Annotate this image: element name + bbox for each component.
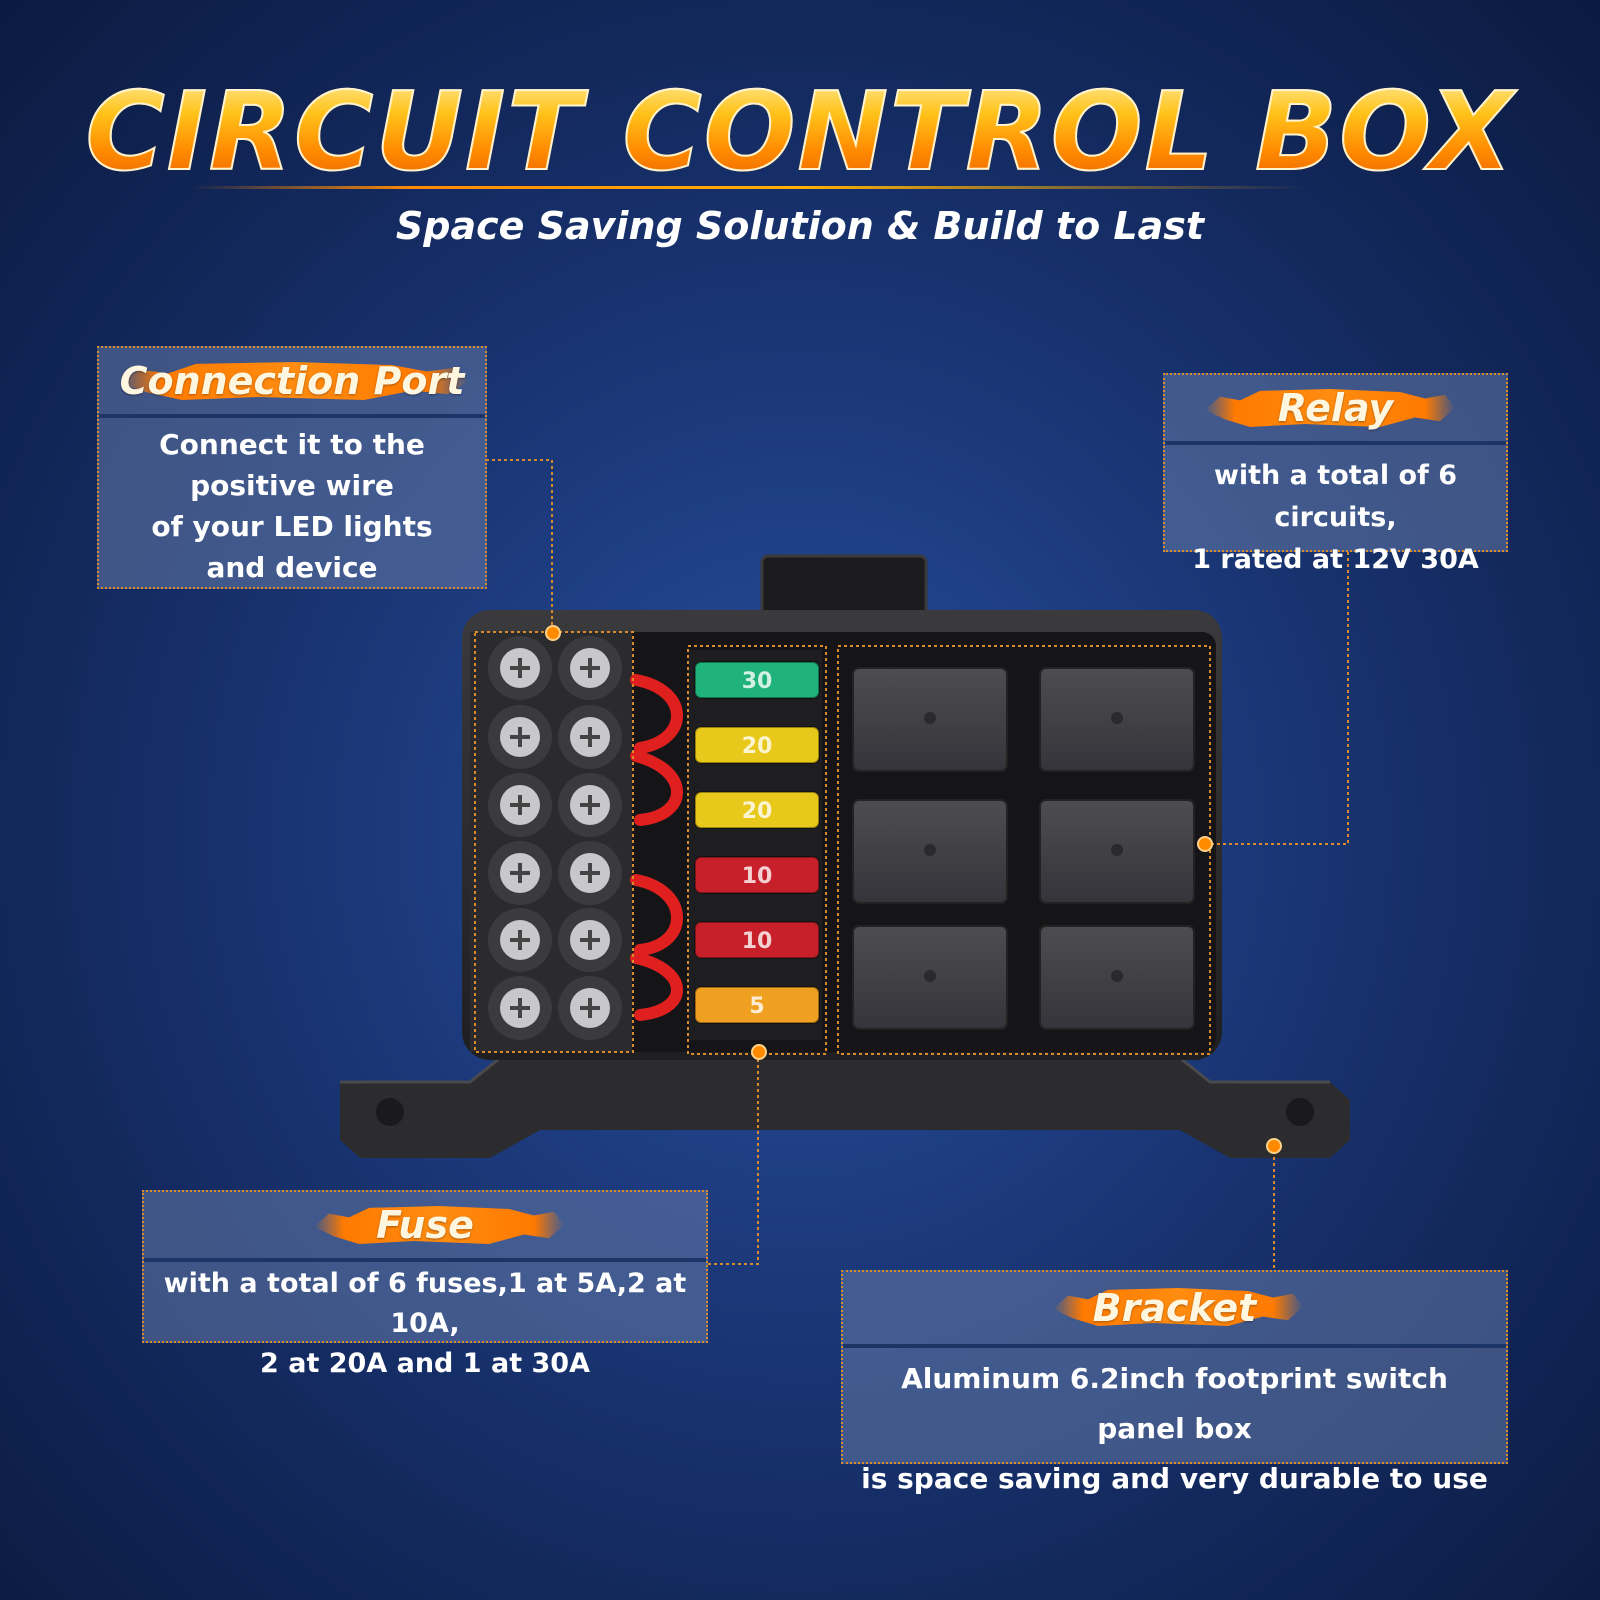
relay-line: with a total of 6 circuits, — [1213, 460, 1458, 533]
relay-marker — [1197, 836, 1213, 852]
fuse-marker — [751, 1044, 767, 1060]
connection-port-line: positive wire — [190, 469, 394, 502]
fuse-column: 30 20 20 10 10 5 — [688, 650, 822, 1040]
bracket-title: Bracket — [1092, 1286, 1257, 1330]
relay-callout: Relay with a total of 6 circuits, 1 rate… — [1163, 373, 1508, 575]
bracket-marker — [1266, 1138, 1282, 1154]
fuse-callout: Fuse with a total of 6 fuses,1 at 5A,2 a… — [142, 1190, 708, 1379]
connection-port-callout: Connection Port Connect it to the positi… — [97, 346, 487, 589]
relay-line: 1 rated at 12V 30A — [1192, 544, 1479, 575]
fuse-rating-label: 10 — [742, 864, 773, 889]
fuse — [694, 726, 820, 764]
connection-port-line: Connect it to the — [159, 428, 425, 461]
fuse-line: 2 at 20A and 1 at 30A — [260, 1348, 590, 1379]
connection-port-line: of your LED lights — [151, 510, 433, 543]
title-underline — [190, 186, 1310, 189]
bracket-shape — [340, 1048, 1350, 1158]
connection-port-marker — [545, 625, 561, 641]
fuse-rating-label: 20 — [742, 799, 773, 824]
page-title: CIRCUIT CONTROL BOX — [0, 69, 1600, 196]
fuse — [694, 791, 820, 829]
fuse-title: Fuse — [376, 1203, 474, 1247]
connection-port-title: Connection Port — [119, 359, 465, 403]
connection-port-line: and device — [206, 551, 378, 584]
fuse — [694, 986, 820, 1024]
terminal-block — [470, 632, 632, 1052]
red-wires — [630, 674, 683, 1021]
fuse-rating-label: 30 — [742, 669, 773, 694]
page-subtitle: Space Saving Solution & Build to Last — [395, 204, 1205, 248]
relay-grid — [852, 667, 1195, 1030]
bracket-line: is space saving and very durable to use — [861, 1462, 1488, 1495]
bracket-line: Aluminum 6.2inch footprint switch panel … — [901, 1362, 1448, 1445]
fuse-rating-label: 10 — [742, 929, 773, 954]
fuse-rating-label: 5 — [749, 994, 764, 1019]
bracket-callout: Bracket Aluminum 6.2inch footprint switc… — [841, 1270, 1508, 1495]
fuse — [694, 661, 820, 699]
fuse-line: with a total of 6 fuses,1 at 5A,2 at 10A… — [163, 1268, 687, 1339]
relay-title: Relay — [1277, 386, 1394, 430]
fuse — [694, 921, 820, 959]
fuse-rating-label: 20 — [742, 734, 773, 759]
fuse — [694, 856, 820, 894]
